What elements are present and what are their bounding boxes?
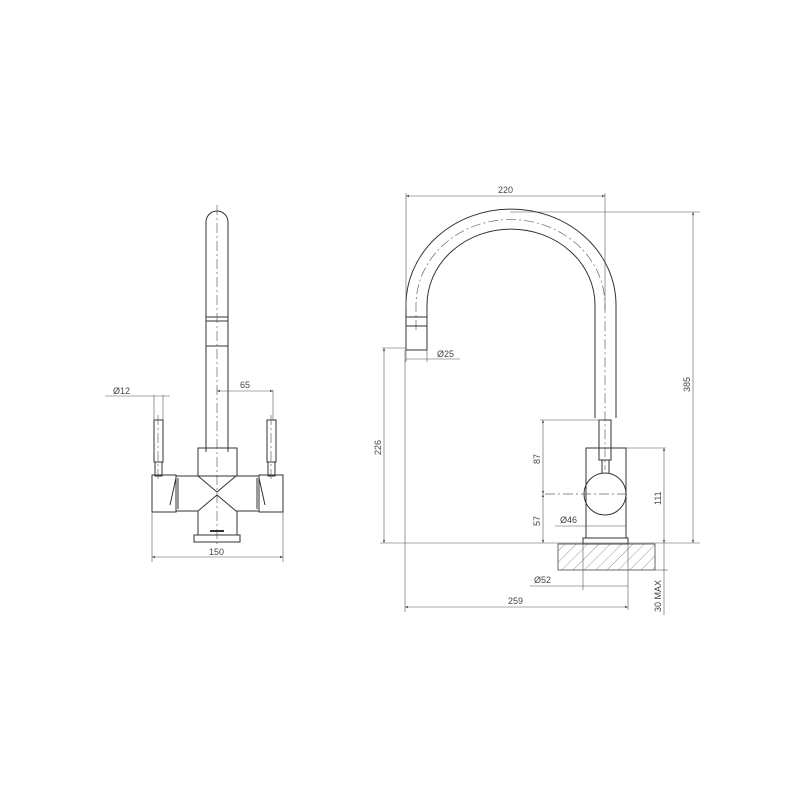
side-body xyxy=(585,447,627,539)
left-handle xyxy=(153,419,164,463)
front-view: Ø12 65 150 xyxy=(105,205,284,562)
dim-axis-height: 57 xyxy=(532,516,542,526)
dim-overall-height: 385 xyxy=(682,377,692,392)
dim-handle-offset: 65 xyxy=(240,380,250,390)
right-handle xyxy=(266,419,277,463)
dim-overall-reach: 259 xyxy=(508,596,523,606)
side-spout-inner xyxy=(426,228,596,418)
dim-handle-diameter: Ø12 xyxy=(113,386,130,396)
side-view: 220 Ø25 385 226 87 57 Ø46 111 Ø52 xyxy=(373,185,700,615)
dim-body-diameter: Ø46 xyxy=(560,515,577,525)
dim-overall-width: 150 xyxy=(209,547,224,557)
dim-deck-thickness: 30 MAX xyxy=(653,580,663,612)
dim-outlet-diameter: Ø25 xyxy=(437,349,454,359)
spout-outlet xyxy=(405,316,428,351)
dim-base-diameter: Ø52 xyxy=(534,575,551,585)
dim-handle-height: 87 xyxy=(532,454,542,464)
front-base xyxy=(193,534,241,543)
dim-spout-reach: 220 xyxy=(498,185,513,195)
front-body xyxy=(175,475,260,512)
side-spout-outer xyxy=(405,208,617,418)
dim-outlet-height: 226 xyxy=(373,440,383,455)
dim-body-height: 111 xyxy=(653,491,663,505)
deck-section xyxy=(557,543,656,571)
front-collar xyxy=(197,447,238,477)
